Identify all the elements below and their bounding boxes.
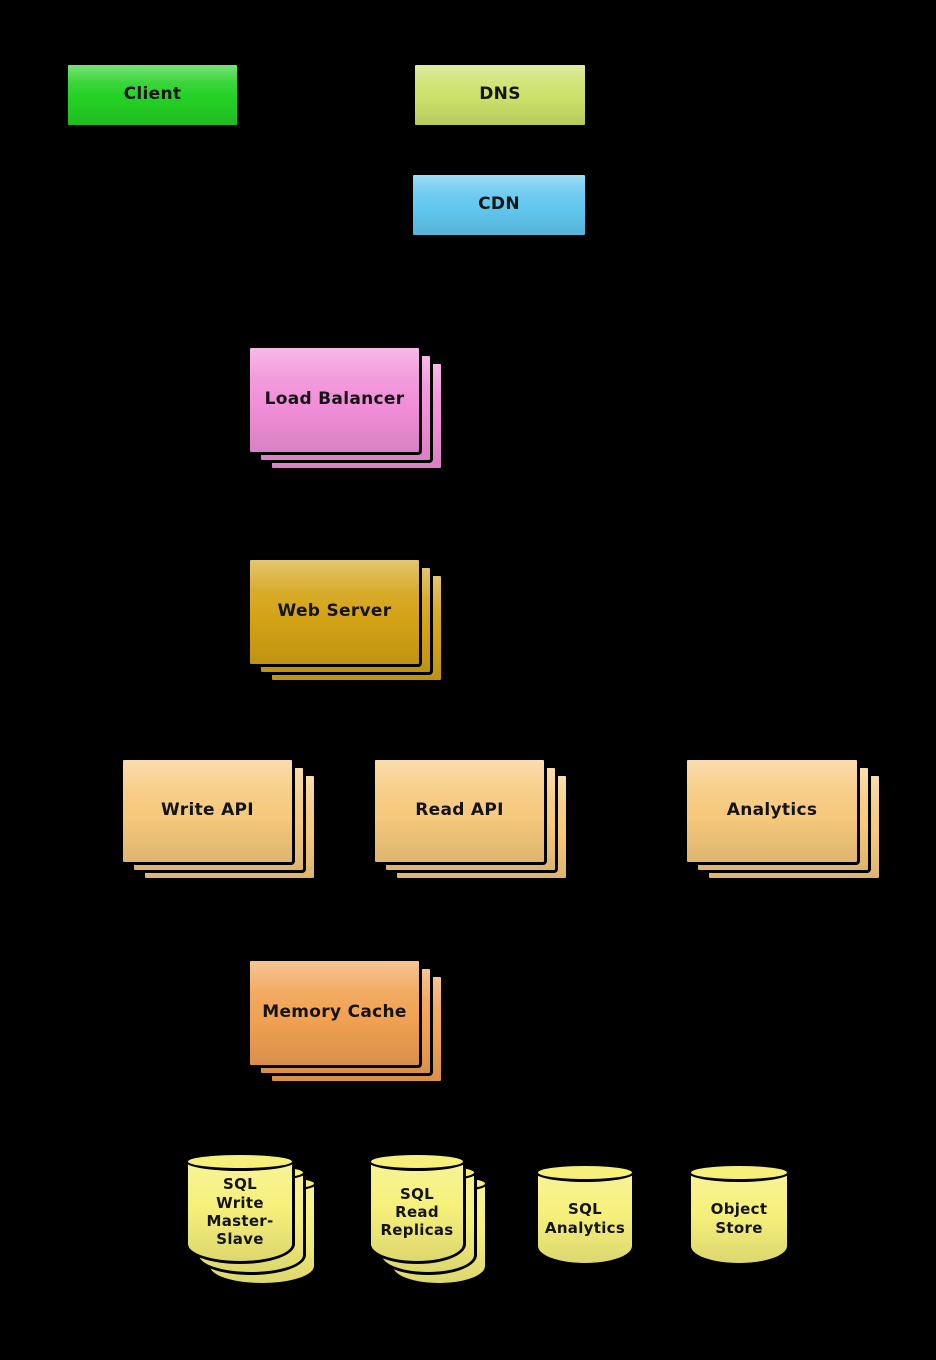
node-sql-write-master-slave: SQL Write Master- Slave	[185, 1152, 321, 1290]
node-web-server: Web Server	[247, 557, 448, 687]
load-balancer-box: Load Balancer	[247, 345, 422, 455]
cylinder-body	[368, 1161, 466, 1264]
node-label: Memory Cache	[262, 1002, 407, 1023]
database-cylinder: Object Store	[688, 1163, 790, 1266]
node-label: Object Store	[710, 1200, 768, 1237]
node-label: Client	[123, 84, 182, 105]
node-label: SQL Write Master- Slave	[206, 1175, 274, 1249]
cylinder-top	[185, 1152, 295, 1171]
database-cylinder: SQL Analytics	[535, 1163, 635, 1266]
node-label: Analytics	[726, 800, 818, 821]
node-dns: DNS	[412, 62, 591, 131]
node-read-api: Read API	[372, 757, 573, 885]
node-memory-cache: Memory Cache	[247, 958, 448, 1088]
write-api-box: Write API	[120, 757, 295, 865]
cylinder-body	[535, 1172, 635, 1266]
node-client: Client	[65, 62, 243, 131]
node-write-api: Write API	[120, 757, 321, 885]
memory-cache-box: Memory Cache	[247, 958, 422, 1068]
node-sql-read-replicas: SQL Read Replicas	[368, 1152, 492, 1290]
node-analytics: Analytics	[684, 757, 886, 885]
node-sql-analytics: SQL Analytics	[535, 1163, 639, 1270]
web-server-box: Web Server	[247, 557, 422, 667]
node-object-store: Object Store	[688, 1163, 794, 1270]
node-label: Web Server	[277, 601, 392, 622]
node-label: DNS	[479, 84, 521, 105]
cylinder-body	[688, 1172, 790, 1266]
cdn-box: CDN	[410, 172, 588, 238]
node-label: SQL Analytics	[544, 1200, 626, 1237]
node-label: Load Balancer	[264, 389, 405, 410]
node-label: Read API	[415, 800, 504, 821]
node-label: Write API	[161, 800, 254, 821]
cylinder-top	[688, 1163, 790, 1182]
cylinder-top	[535, 1163, 635, 1182]
database-cylinder: SQL Read Replicas	[368, 1152, 466, 1264]
analytics-box: Analytics	[684, 757, 860, 865]
cylinder-top	[368, 1152, 466, 1171]
node-cdn: CDN	[410, 172, 591, 241]
node-label: CDN	[478, 194, 520, 215]
node-load-balancer: Load Balancer	[247, 345, 448, 475]
node-label: SQL Read Replicas	[380, 1184, 454, 1240]
read-api-box: Read API	[372, 757, 547, 865]
dns-box: DNS	[412, 62, 588, 128]
database-cylinder: SQL Write Master- Slave	[185, 1152, 295, 1264]
client-box: Client	[65, 62, 240, 128]
cylinder-body	[185, 1161, 295, 1264]
